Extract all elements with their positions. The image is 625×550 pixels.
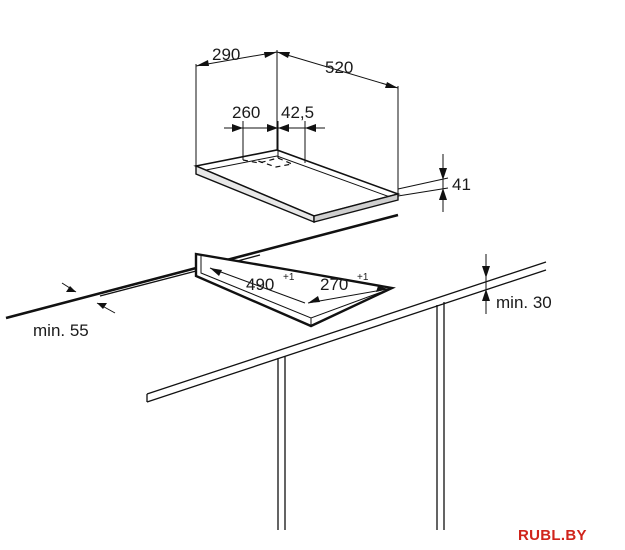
watermark-text: RUBL.BY [518, 527, 587, 544]
worktop-back-edge [99, 269, 201, 297]
label-cutout-depth: 270 [320, 275, 348, 294]
hob-drawing [193, 149, 401, 224]
label-cutout-width-tolerance: +1 [283, 272, 295, 283]
dim-min-top: min. 30 [482, 254, 552, 314]
worktop-drawing [5, 213, 547, 530]
label-hob-width: 520 [325, 58, 353, 77]
dim-hob-depth: 290 [195, 45, 278, 67]
label-burner-offset-a: 260 [232, 103, 260, 122]
label-cutout-width: 490 [246, 275, 274, 294]
worktop-front-face [146, 261, 547, 395]
label-hob-depth: 290 [212, 45, 240, 64]
label-burner-offset-b: 42,5 [281, 103, 314, 122]
dim-min-front: min. 55 [33, 282, 116, 340]
hob-side-right [313, 193, 399, 223]
label-hob-height: 41 [452, 175, 471, 194]
burner-zone-outline [242, 157, 295, 168]
label-min-top: min. 30 [496, 293, 552, 312]
label-cutout-depth-tolerance: +1 [357, 272, 369, 283]
hob-inner-edge [200, 155, 391, 198]
dim-cutout: 490 +1 270 +1 [209, 267, 389, 304]
worktop-cutout [194, 252, 396, 328]
dim-burner-offsets: 260 42,5 [224, 103, 325, 132]
label-min-front: min. 55 [33, 321, 89, 340]
dim-hob-height: 41 [397, 154, 471, 212]
dim-hob-width: 520 [276, 51, 399, 89]
